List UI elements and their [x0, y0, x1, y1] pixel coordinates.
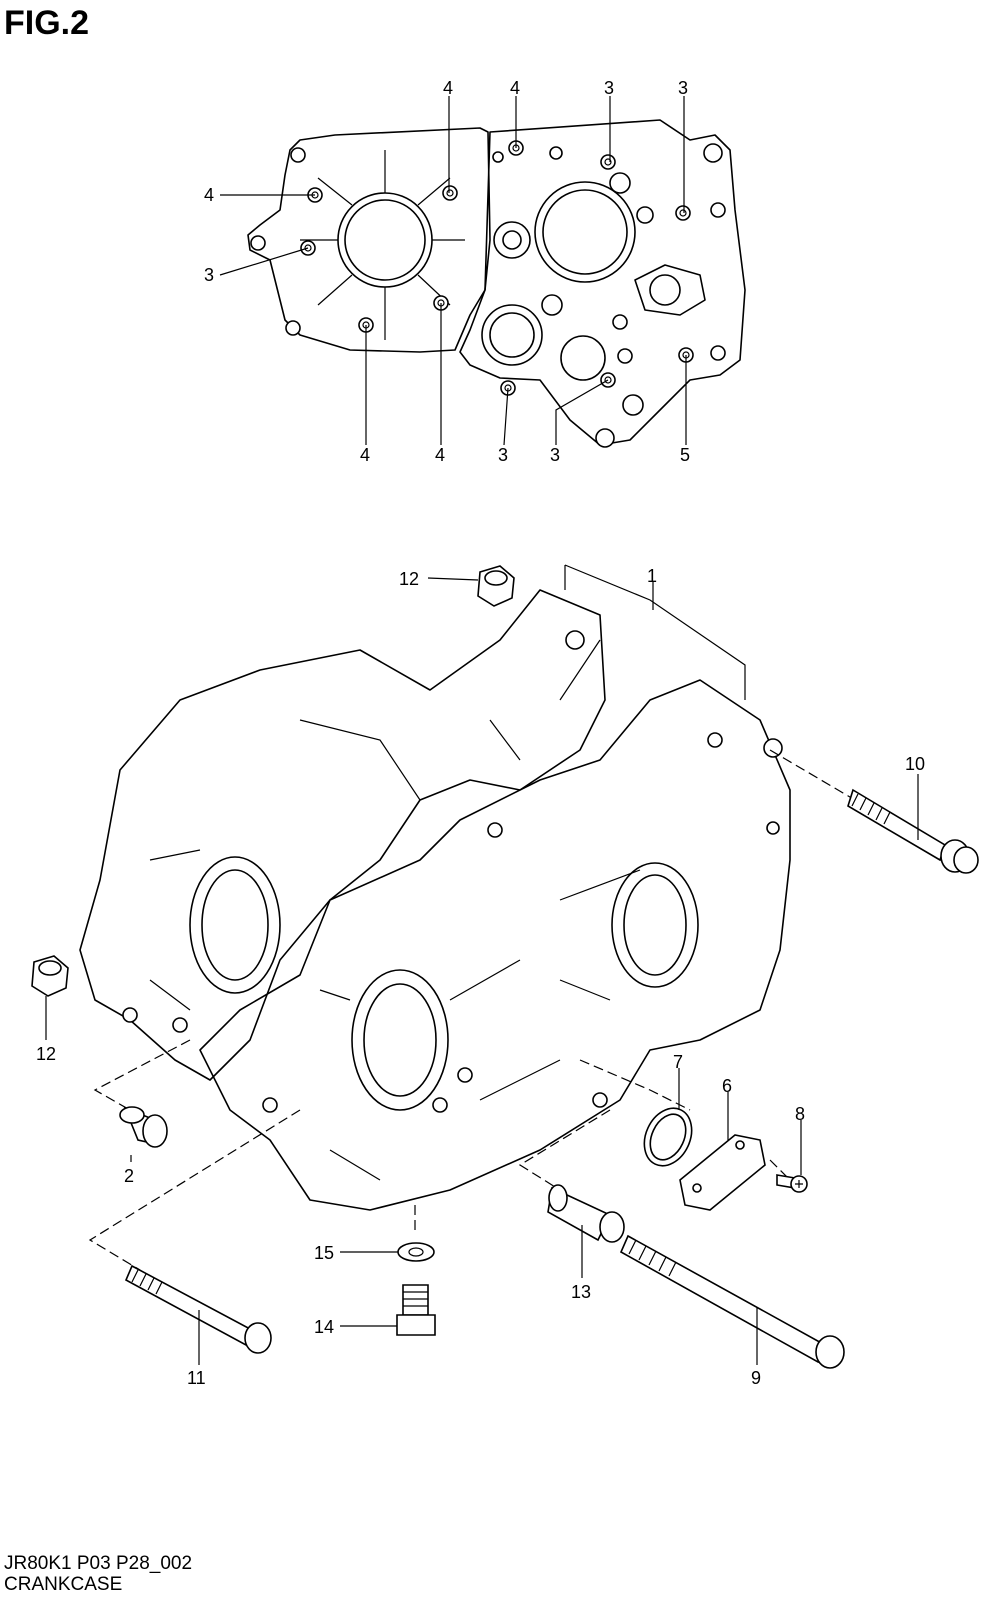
washer-15: [397, 1242, 435, 1262]
callout-9: 9: [751, 1368, 761, 1388]
sleeve-13: [547, 1184, 625, 1243]
callout-3-left: 3: [204, 265, 214, 285]
callout-4-top-b: 4: [510, 78, 520, 98]
bolt-10: [847, 788, 979, 874]
cover-plate-6: [679, 1134, 766, 1211]
nut-12a: [477, 565, 515, 607]
callout-10: 10: [905, 754, 925, 774]
dowel-pin-2: [119, 1106, 168, 1148]
diagram-code: JR80K1 P03 P28_002: [4, 1553, 193, 1574]
callout-2: 2: [124, 1166, 134, 1186]
callout-3-bottom-b: 3: [550, 445, 560, 465]
callout-11: 11: [187, 1368, 206, 1388]
crankcase-exploded-view: 12 1 10 12 2 7 6 8 15 14 13 11 9: [31, 564, 979, 1388]
bolt-11: [124, 1264, 272, 1354]
nut-12b: [31, 955, 69, 997]
figure-title: FIG.2: [4, 4, 90, 42]
callout-7: 7: [673, 1052, 683, 1072]
screw-8: [776, 1174, 808, 1193]
callout-3-top-b: 3: [678, 78, 688, 98]
diagram-name: CRANKCASE: [4, 1574, 123, 1595]
callout-4-bottom-b: 4: [435, 445, 445, 465]
bolt-9: [619, 1234, 845, 1369]
callout-3-top-a: 3: [604, 78, 614, 98]
callout-12-top: 12: [399, 569, 419, 589]
callout-12-left: 12: [36, 1044, 56, 1064]
callout-3-bottom-a: 3: [498, 445, 508, 465]
o-ring-7: [643, 1107, 693, 1167]
callout-15: 15: [314, 1243, 334, 1263]
crankcase-face-view: 4 4 3 3 4 3 4 4 3 3 5: [204, 78, 746, 465]
callout-13: 13: [571, 1282, 591, 1302]
callout-4-bottom-a: 4: [360, 445, 370, 465]
callout-14: 14: [314, 1317, 334, 1337]
callout-5-bottom: 5: [680, 445, 690, 465]
drain-plug-14: [396, 1284, 436, 1336]
callout-8: 8: [795, 1104, 805, 1124]
callout-4-left: 4: [204, 185, 214, 205]
callout-4-top-a: 4: [443, 78, 453, 98]
callout-6: 6: [722, 1076, 732, 1096]
callout-1: 1: [647, 566, 657, 586]
